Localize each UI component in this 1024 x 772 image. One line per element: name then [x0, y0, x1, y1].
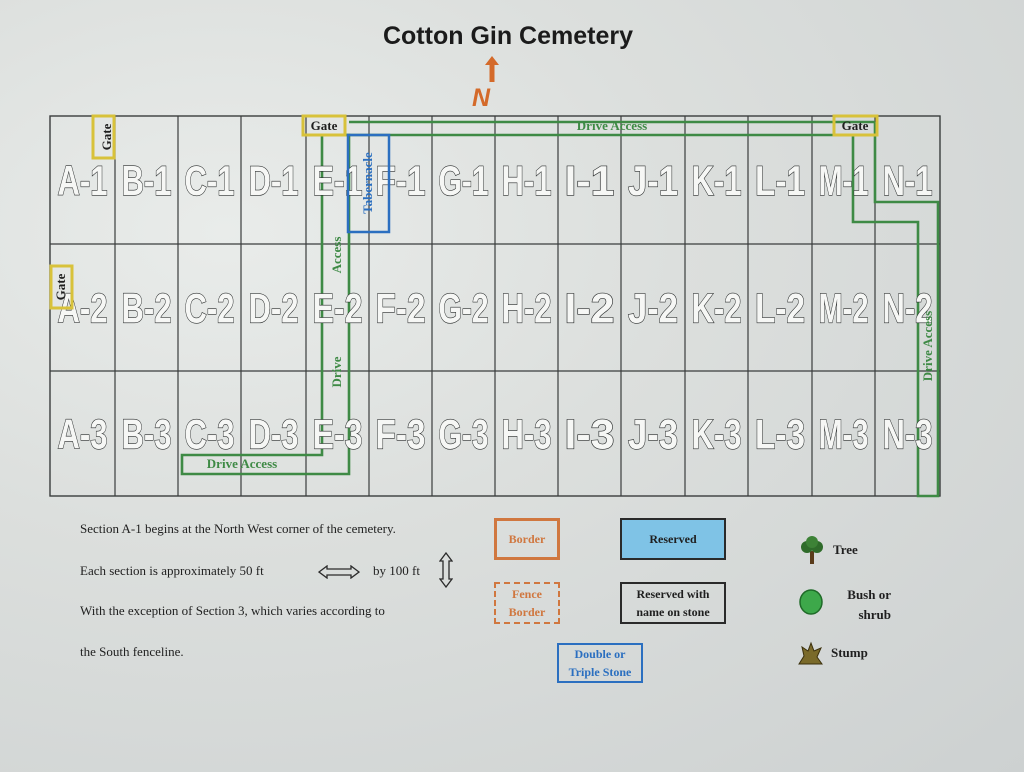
- legend-bush: Bush or shrub: [797, 585, 891, 625]
- double-arrow-vertical-icon: [439, 552, 453, 588]
- section-label-b-3: B-3: [122, 411, 172, 458]
- gate-north-west-label: Gate: [311, 118, 338, 133]
- tabernacle-label: Tabernacle: [360, 152, 375, 214]
- legend-fence-border: Fence Border: [494, 582, 560, 624]
- section-label-b-2: B-2: [122, 285, 172, 332]
- map-title: Cotton Gin Cemetery: [382, 22, 634, 50]
- section-label-g-3: G-3: [439, 411, 489, 458]
- section-label-m-2: M-2: [819, 285, 869, 332]
- note-line-2-b: by 100 ft: [373, 563, 420, 578]
- section-label-j-1: J-1: [628, 157, 678, 204]
- section-label-a-3: A-3: [58, 411, 108, 458]
- legend-stump-label: Stump: [831, 645, 868, 660]
- gate-a1-outline: [91, 114, 116, 160]
- double-arrow-horizontal-icon: [318, 565, 360, 579]
- gate-a1-label: Gate: [99, 123, 114, 150]
- section-label-n-2: N-2: [883, 285, 933, 332]
- legend-border: Border: [494, 518, 560, 560]
- section-label-g-1: G-1: [439, 157, 489, 204]
- drive-access-lane: [851, 135, 940, 498]
- bush-icon: [799, 589, 823, 615]
- drive-access-top-label: Drive Access: [577, 118, 647, 133]
- gate-north-east-label: Gate: [842, 118, 869, 133]
- note-line-2-a: Each section is approximately 50 ft: [80, 563, 264, 578]
- section-label-d-1: D-1: [249, 157, 299, 204]
- section-label-c-3: C-3: [185, 411, 235, 458]
- note-line-3: With the exception of Section 3, which v…: [80, 603, 385, 618]
- section-label-f-2: F-2: [376, 285, 426, 332]
- section-label-g-2: G-2: [439, 285, 489, 332]
- section-label-h-3: H-3: [502, 411, 552, 458]
- section-label-i-1: I-1: [565, 157, 615, 204]
- section-label-a-1: A-1: [58, 157, 108, 204]
- gate-a2-outline: [49, 264, 74, 310]
- section-label-i-3: I-3: [565, 411, 615, 458]
- drive-access-east-label: Drive Access: [920, 311, 935, 381]
- section-label-d-2: D-2: [249, 285, 299, 332]
- section-label-c-1: C-1: [185, 157, 235, 204]
- section-label-l-1: L-1: [755, 157, 805, 204]
- tabernacle-box: [346, 133, 391, 234]
- section-label-h-2: H-2: [502, 285, 552, 332]
- section-label-b-1: B-1: [122, 157, 172, 204]
- section-label-d-3: D-3: [249, 411, 299, 458]
- section-label-e-2: E-2: [313, 285, 363, 332]
- section-label-j-3: J-3: [628, 411, 678, 458]
- access-vertical-label: Access: [329, 237, 344, 274]
- legend-stump: Stump: [795, 638, 868, 668]
- legend-bush-label: Bush or shrub: [847, 587, 891, 622]
- section-label-n-1: N-1: [883, 157, 933, 204]
- stump-icon: [798, 641, 823, 665]
- legend-reserved: Reserved: [620, 518, 726, 560]
- legend-tree: Tree: [797, 535, 858, 565]
- section-label-h-1: H-1: [502, 157, 552, 204]
- gate-north-west-outline: [301, 114, 347, 137]
- section-label-f-1: F-1: [376, 157, 426, 204]
- gate-a2-label: Gate: [53, 273, 68, 300]
- section-label-c-2: C-2: [185, 285, 235, 332]
- section-label-l-2: L-2: [755, 285, 805, 332]
- section-label-e-1: E-1: [313, 157, 363, 204]
- section-label-e-3: E-3: [313, 411, 363, 458]
- legend-reserved-name-on-stone: Reserved with name on stone: [620, 582, 726, 624]
- section-label-m-3: M-3: [819, 411, 869, 458]
- section-label-n-3: N-3: [883, 411, 933, 458]
- section-label-m-1: M-1: [819, 157, 869, 204]
- section-label-l-3: L-3: [755, 411, 805, 458]
- north-label: N: [472, 84, 491, 112]
- section-label-k-3: K-3: [692, 411, 742, 458]
- section-label-f-3: F-3: [376, 411, 426, 458]
- tree-icon: [801, 536, 823, 564]
- drive-vertical-label: Drive: [329, 356, 344, 387]
- legend-double-triple-stone: Double or Triple Stone: [557, 643, 643, 683]
- note-line-1: Section A-1 begins at the North West cor…: [80, 521, 396, 536]
- drive-access-bottom-label: Drive Access: [207, 456, 277, 471]
- section-label-i-2: I-2: [565, 285, 615, 332]
- section-label-j-2: J-2: [628, 285, 678, 332]
- note-line-4: the South fenceline.: [80, 644, 184, 659]
- section-label-k-2: K-2: [692, 285, 742, 332]
- north-arrow-icon: [485, 56, 499, 82]
- section-label-k-1: K-1: [692, 157, 742, 204]
- legend-tree-label: Tree: [833, 542, 858, 557]
- gate-north-east-outline: [832, 114, 879, 137]
